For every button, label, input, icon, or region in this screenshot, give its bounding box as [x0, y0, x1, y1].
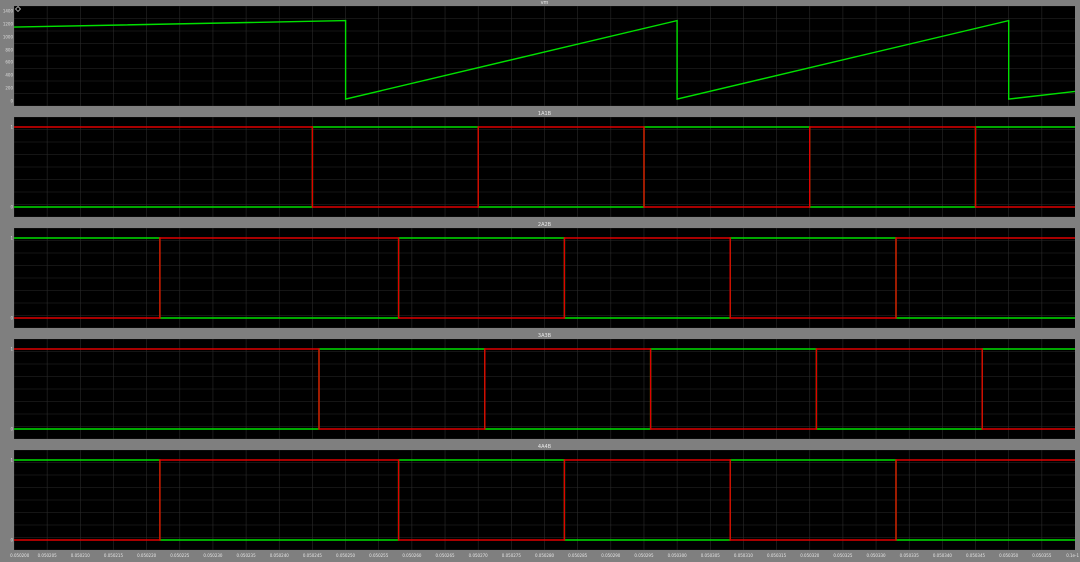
x-tick-label: 0.050310: [733, 553, 753, 558]
plot-area[interactable]: [14, 6, 1075, 106]
x-tick-label: 0.050240: [269, 553, 289, 558]
x-tick-label: 0.050265: [435, 553, 455, 558]
x-tick-label: 0.050220: [137, 553, 157, 558]
panel-title: 1A1B: [537, 111, 552, 117]
plot-svg: [14, 228, 1075, 328]
panel-title: 4A4B: [537, 444, 552, 450]
x-tick-label: 0.050290: [601, 553, 621, 558]
y-tick-label: 1: [10, 235, 13, 241]
series-line-0: [14, 19, 1075, 100]
x-tick-label: 0.050255: [369, 553, 389, 558]
y-tick-label: 0: [10, 204, 13, 210]
x-tick-label: 0.050315: [767, 553, 787, 558]
series-line-1: [14, 348, 1075, 430]
series-line-1: [14, 459, 1075, 541]
plot-area[interactable]: [14, 339, 1075, 439]
x-tick-label: 0.050210: [70, 553, 90, 558]
y-tick-label: 1: [10, 124, 13, 130]
x-tick-label: 0.050250: [336, 553, 356, 558]
x-tick-label: 0.050205: [37, 553, 57, 558]
y-tick-label: 1: [10, 346, 13, 352]
plot-area[interactable]: [14, 450, 1075, 550]
zoom-icon[interactable]: [15, 6, 21, 12]
x-axis: 0.050200 0.050205 0.050210 0.050215 0.050220…: [10, 551, 1075, 562]
y-tick-label: 0: [10, 426, 13, 432]
y-tick-label: 1: [10, 457, 13, 463]
y-tick-label: 400: [5, 72, 13, 78]
x-tick-label: 0.050260: [402, 553, 422, 558]
x-tick-label: 0.050225: [170, 553, 190, 558]
panel-title: 2A2B: [537, 222, 552, 228]
y-tick-label: 800: [5, 47, 13, 53]
plot-svg: [14, 6, 1075, 106]
y-tick-label: 1200: [2, 21, 13, 27]
panel-title: vm: [540, 0, 549, 6]
x-tick-label: 0.050340: [932, 553, 952, 558]
y-tick-label: 600: [5, 59, 13, 65]
x-tick-label: 0.050350: [999, 553, 1019, 558]
plot-svg: [14, 117, 1075, 217]
x-tick-label: 0.050300: [667, 553, 687, 558]
x-tick-label: 0.050355: [1032, 553, 1052, 558]
x-tick-label: 0.050345: [965, 553, 986, 558]
x-tick-label: 0.050330: [866, 553, 886, 558]
y-tick-label: 200: [5, 85, 13, 91]
plot-svg: [14, 450, 1075, 550]
panel-title: 3A3B: [537, 333, 552, 339]
x-tick-label: 0.050200: [10, 553, 30, 558]
series-line-1: [14, 126, 1075, 208]
series-line-1: [14, 237, 1075, 319]
x-axis-end-label: 0.1e-1: [1066, 553, 1079, 558]
x-tick-label: 0.050270: [468, 553, 488, 558]
plot-svg: [14, 339, 1075, 439]
x-tick-label: 0.050320: [800, 553, 820, 558]
x-tick-label: 0.050285: [568, 553, 588, 558]
x-tick-label: 0.050295: [634, 553, 654, 558]
x-tick-label: 0.050335: [899, 553, 919, 558]
y-tick-label: 1000: [2, 34, 13, 40]
x-tick-label: 0.050215: [103, 553, 124, 558]
plot-area[interactable]: [14, 228, 1075, 328]
x-tick-label: 0.050275: [501, 553, 521, 558]
x-tick-label: 0.050325: [833, 553, 853, 558]
x-tick-label: 0.050280: [534, 553, 555, 558]
x-tick-label: 0.050245: [302, 553, 322, 558]
y-tick-label: 0: [10, 98, 13, 104]
x-tick-label: 0.050235: [236, 553, 256, 558]
x-tick-label: 0.050230: [203, 553, 223, 558]
plot-area[interactable]: [14, 117, 1075, 217]
y-tick-label: 1400: [2, 8, 13, 14]
x-tick-label: 0.050305: [700, 553, 720, 558]
y-tick-label: 0: [10, 315, 13, 321]
y-tick-label: 0: [10, 537, 13, 543]
y-axis-labels: 0 200 400 600 800 1000 1200 1400: [0, 6, 14, 106]
